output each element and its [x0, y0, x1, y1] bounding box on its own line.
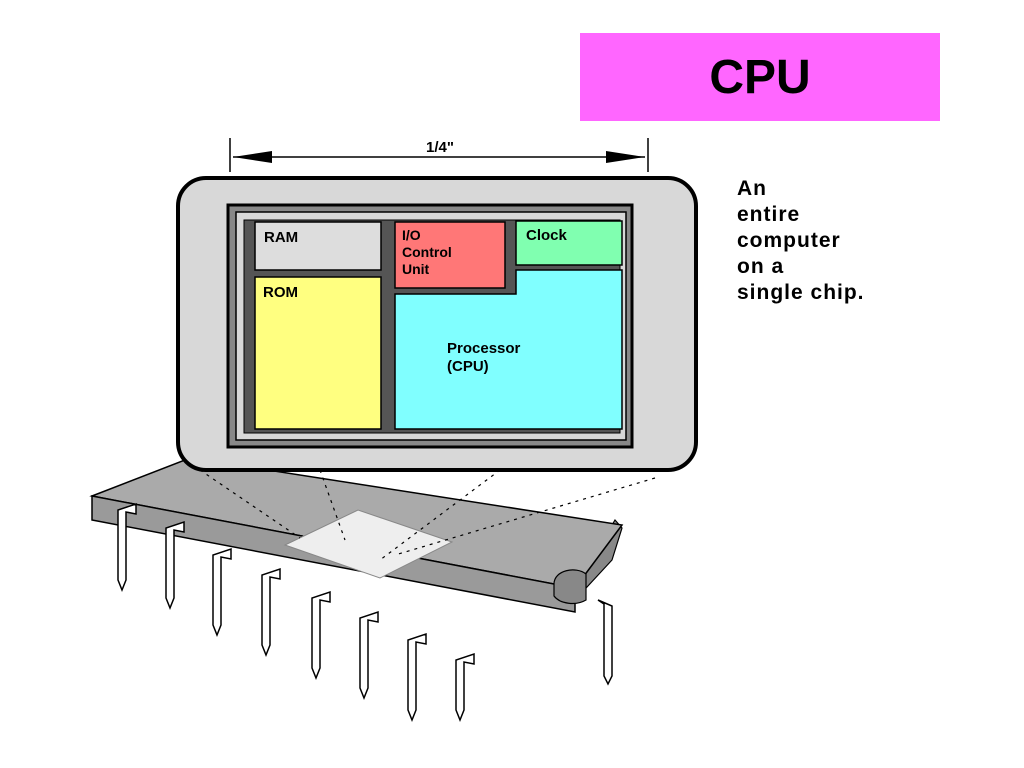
chip-window — [283, 509, 454, 579]
processor-label-line2: (CPU) — [447, 358, 489, 375]
caption-line: single chip. — [737, 281, 865, 304]
chip-package — [89, 457, 656, 723]
caption-text: An entire computer on a single chip. — [737, 176, 865, 306]
io-label-line3: Unit — [402, 261, 430, 277]
io-label-line2: Control — [402, 244, 452, 260]
magnified-die: RAM ROM I/O Control Unit Clock Processor… — [176, 176, 698, 472]
block-processor: Processor (CPU) — [394, 269, 623, 430]
ram-label: RAM — [264, 229, 298, 246]
rom-label: ROM — [263, 284, 298, 301]
clock-label: Clock — [526, 227, 568, 244]
block-io-control: I/O Control Unit — [394, 221, 506, 289]
title-banner: CPU — [580, 33, 940, 121]
dimension-indicator: 1/4" — [229, 138, 649, 172]
block-ram: RAM — [254, 221, 382, 271]
arrow-left-icon — [233, 151, 272, 163]
caption-line: on a — [737, 255, 785, 278]
caption-line: computer — [737, 229, 841, 252]
dimension-label: 1/4" — [426, 139, 454, 156]
block-rom: ROM — [254, 276, 382, 430]
pins-front — [117, 502, 475, 723]
arrow-right-icon — [606, 151, 645, 163]
projection-lines — [199, 469, 656, 561]
caption-line: An — [737, 177, 767, 200]
pins-back — [597, 599, 613, 686]
io-label-line1: I/O — [402, 227, 421, 243]
processor-label-line1: Processor — [447, 340, 521, 357]
page-title: CPU — [709, 50, 811, 104]
block-clock: Clock — [515, 220, 623, 266]
caption-line: entire — [737, 203, 801, 226]
